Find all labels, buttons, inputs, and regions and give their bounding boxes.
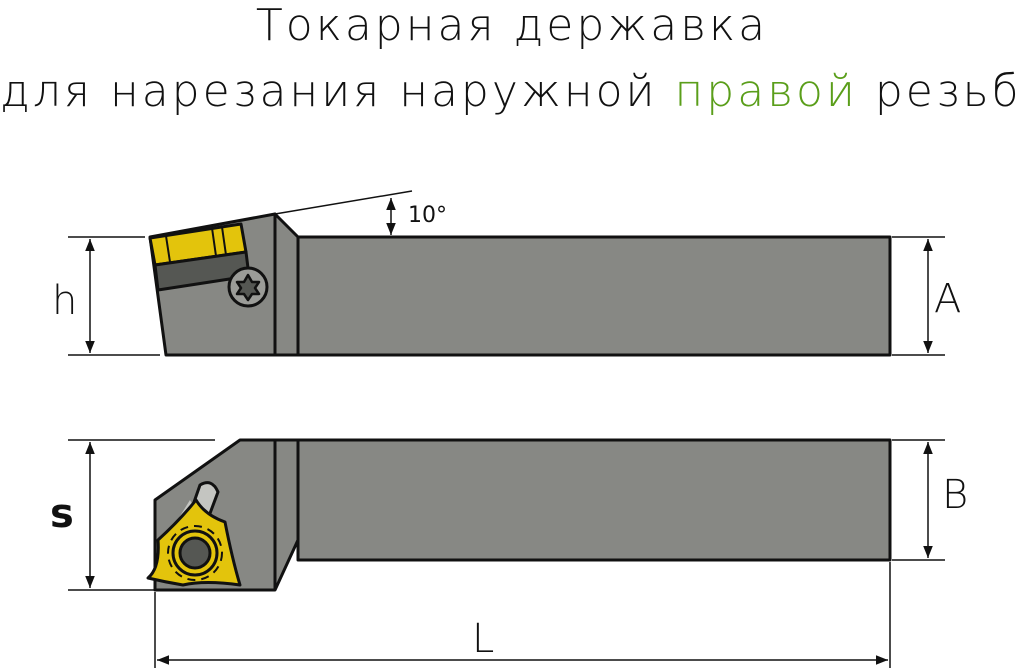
- title-line-1: Токарная державка: [255, 0, 769, 51]
- dim-B-label: B: [942, 472, 968, 518]
- title-prefix: для нарезания наружной: [0, 66, 658, 117]
- top-view: [148, 212, 892, 357]
- shank-bottom: [296, 438, 892, 562]
- neck-top: [273, 212, 300, 357]
- screw-icon-bottom: [178, 536, 212, 570]
- shank-top: [296, 235, 892, 357]
- title-highlight: правой: [674, 66, 858, 117]
- bottom-view: [146, 438, 892, 592]
- dim-s-label: s: [50, 491, 74, 537]
- dimension-lines: [68, 190, 945, 668]
- title-line-2: для нарезания наружной правой резьбы: [0, 66, 1024, 117]
- title-suffix: резьбы: [874, 66, 1024, 117]
- dim-L-label: L: [472, 616, 494, 662]
- angle-label: 10°: [408, 203, 447, 228]
- dim-A-label: A: [934, 276, 961, 322]
- dim-h-label: h: [52, 278, 77, 324]
